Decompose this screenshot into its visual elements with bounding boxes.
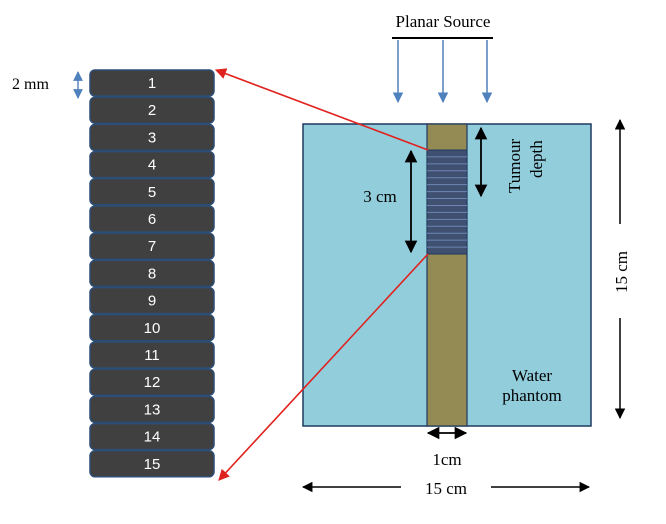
slice-box — [89, 450, 215, 478]
zoom-line-bottom — [218, 253, 429, 481]
slice-box — [89, 286, 215, 315]
column-width-label: 1cm — [432, 450, 461, 469]
slice-number: 4 — [148, 157, 156, 174]
tumour-slice-lines — [427, 156, 467, 248]
slice-box — [89, 232, 215, 260]
slice-box — [89, 422, 215, 451]
zoom-line-top — [214, 68, 429, 151]
water-label-1: Water — [512, 366, 552, 385]
slice-number: 10 — [144, 320, 161, 337]
slice-number: 14 — [144, 429, 161, 446]
slice-box — [89, 69, 215, 97]
slice-number: 5 — [148, 184, 156, 201]
slice-box — [89, 341, 215, 369]
slice-box — [89, 150, 215, 179]
water-label-2: phantom — [502, 386, 562, 405]
tumour-height-label: 3 cm — [363, 187, 397, 206]
slice-thickness-label: 2 mm — [12, 76, 49, 93]
tumour-depth-label-2: depth — [527, 140, 546, 178]
phantom-height-label: 15 cm — [612, 251, 631, 293]
slice-number: 15 — [144, 456, 161, 473]
slice-number: 1 — [148, 75, 156, 92]
slice-number: 13 — [144, 401, 161, 418]
slice-number: 12 — [144, 374, 161, 391]
slice-number: 7 — [148, 238, 156, 255]
slice-number: 6 — [148, 211, 156, 228]
slice-box — [89, 178, 215, 206]
slice-number: 8 — [148, 265, 156, 282]
slice-box — [89, 259, 215, 288]
tumour-region — [426, 149, 468, 255]
slice-box — [89, 314, 215, 342]
slice-box — [89, 123, 215, 152]
slice-box — [89, 395, 215, 424]
slice-number: 2 — [148, 102, 156, 119]
source-label: Planar Source — [396, 12, 491, 31]
tumour-depth-label-1: Tumour — [505, 138, 524, 193]
slice-number: 11 — [144, 347, 160, 364]
slice-box — [89, 368, 215, 396]
slice-number: 9 — [148, 293, 156, 310]
slice-number: 3 — [148, 129, 156, 146]
slice-box — [89, 96, 215, 124]
slice-box — [89, 205, 215, 233]
phantom-width-label: 15 cm — [425, 479, 467, 498]
